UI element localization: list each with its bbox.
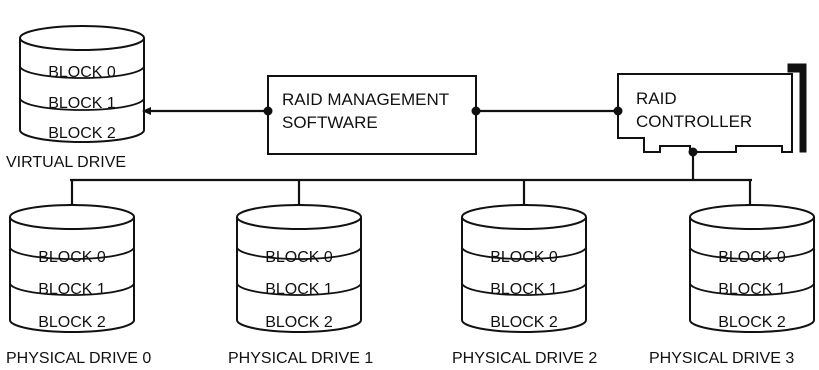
block-label: BLOCK 2 bbox=[48, 125, 116, 142]
controller-label-line2: CONTROLLER bbox=[636, 112, 752, 131]
block-label: BLOCK 1 bbox=[38, 281, 106, 298]
junction-dot bbox=[613, 106, 623, 116]
block-label: BLOCK 0 bbox=[718, 249, 786, 266]
block-label: BLOCK 2 bbox=[718, 314, 786, 331]
block-label: BLOCK 1 bbox=[718, 281, 786, 298]
block-label: BLOCK 2 bbox=[265, 314, 333, 331]
physical-drive-caption: PHYSICAL DRIVE 1 bbox=[228, 350, 373, 367]
block-label: BLOCK 0 bbox=[38, 249, 106, 266]
card-bracket bbox=[787, 63, 807, 153]
block-label: BLOCK 1 bbox=[265, 281, 333, 298]
physical-drive-caption: PHYSICAL DRIVE 0 bbox=[6, 350, 151, 367]
physical-drive-1: BLOCK 0 BLOCK 1 BLOCK 2 PHYSICAL DRIVE 1 bbox=[228, 204, 373, 367]
block-label: BLOCK 0 bbox=[48, 64, 116, 81]
block-label: BLOCK 0 bbox=[265, 249, 333, 266]
junction-dot bbox=[263, 106, 273, 116]
junction-dot bbox=[688, 147, 698, 157]
raid-management-software-box: RAID MANAGEMENT SOFTWARE bbox=[267, 75, 477, 155]
block-label: BLOCK 1 bbox=[490, 281, 558, 298]
virtual-drive-caption: VIRTUAL DRIVE bbox=[6, 154, 126, 171]
junction-dot bbox=[471, 106, 481, 116]
block-label: BLOCK 0 bbox=[490, 249, 558, 266]
physical-drive-caption: PHYSICAL DRIVE 2 bbox=[452, 350, 597, 367]
controller-label-line1: RAID bbox=[636, 89, 677, 108]
physical-drive-3: BLOCK 0 BLOCK 1 BLOCK 2 PHYSICAL DRIVE 3 bbox=[649, 204, 815, 367]
virtual-drive: BLOCK 0 BLOCK 1 BLOCK 2 VIRTUAL DRIVE bbox=[6, 25, 145, 171]
raid-controller-card: RAID CONTROLLER bbox=[617, 63, 807, 153]
software-label-line1: RAID MANAGEMENT bbox=[282, 90, 449, 109]
software-label-line2: SOFTWARE bbox=[282, 113, 378, 132]
block-label: BLOCK 2 bbox=[38, 314, 106, 331]
physical-drive-0: BLOCK 0 BLOCK 1 BLOCK 2 PHYSICAL DRIVE 0 bbox=[6, 204, 151, 367]
block-label: BLOCK 2 bbox=[490, 314, 558, 331]
physical-drive-caption: PHYSICAL DRIVE 3 bbox=[649, 350, 794, 367]
block-label: BLOCK 1 bbox=[48, 95, 116, 112]
physical-drive-2: BLOCK 0 BLOCK 1 BLOCK 2 PHYSICAL DRIVE 2 bbox=[452, 204, 597, 367]
